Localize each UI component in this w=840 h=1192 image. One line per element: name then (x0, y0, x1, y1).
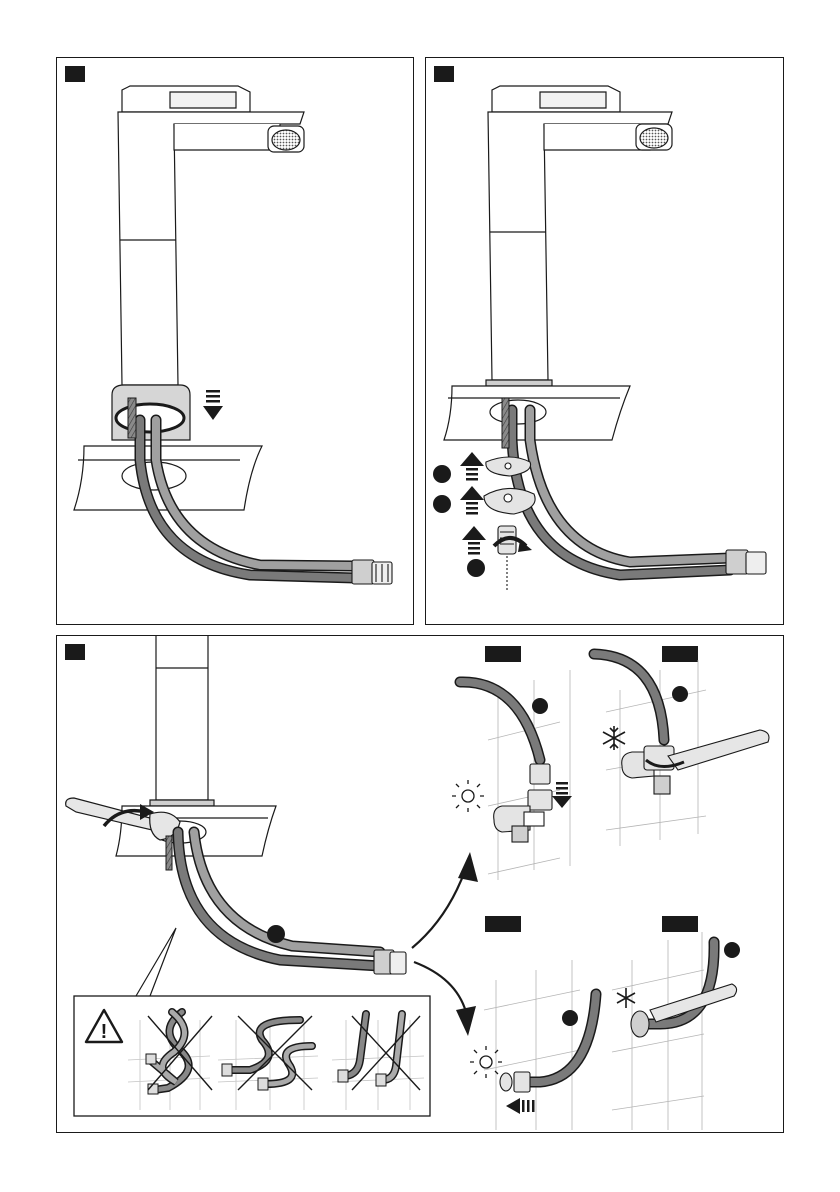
step-2-part-dot-1 (433, 465, 451, 483)
variant-warm-upper-down-arrow (552, 782, 572, 808)
variant-warm-upper-part-dot (532, 698, 548, 714)
sun-icon (470, 1046, 502, 1078)
step-2-hose-nuts (726, 550, 766, 574)
warning-callout-box (74, 996, 430, 1116)
step-3-hose-nuts (374, 950, 406, 974)
variant-cold-lower-wrench (631, 984, 737, 1037)
step-2-part-dot-2 (433, 495, 451, 513)
warning-exclamation: ! (101, 1021, 108, 1043)
variant-warm-lower-hose (528, 994, 596, 1082)
variant-warm-lower-part-dot (562, 1010, 578, 1026)
step-3-branch-arrow-upper (458, 852, 478, 882)
snowflake-icon (603, 726, 625, 750)
step-3-part-dot-hoses (267, 925, 285, 943)
variant-cold-lower-part-dot (724, 942, 740, 958)
step-2-part-dot-3 (467, 559, 485, 577)
variant-cold-upper-hose (594, 654, 664, 740)
step-1-down-arrow (203, 390, 223, 420)
step-3-faucet-stem (150, 636, 214, 806)
step-2-countertop (444, 386, 630, 440)
variant-warm-lower-fitting (500, 1072, 530, 1092)
step-2-tighten-arrowhead (518, 540, 532, 552)
sun-icon (452, 780, 484, 812)
variant-cold-upper-part-dot (672, 686, 688, 702)
step-1-faucet (112, 86, 304, 440)
step-2-mounting-parts (484, 457, 535, 590)
warning-callout-pointer (136, 928, 176, 996)
step-2-up-arrows (460, 452, 486, 555)
step-3-branch-line-upper (412, 868, 466, 948)
variant-cold-upper-valve (622, 730, 769, 794)
step-3-branch-arrow-lower (456, 1006, 476, 1036)
variant-warm-lower-left-arrow (506, 1098, 535, 1114)
step-2-faucet (486, 86, 672, 386)
variant-warm-upper-hose (460, 682, 540, 760)
step-1-hose-nuts (352, 560, 392, 584)
step-3-threaded-rod (166, 836, 172, 870)
